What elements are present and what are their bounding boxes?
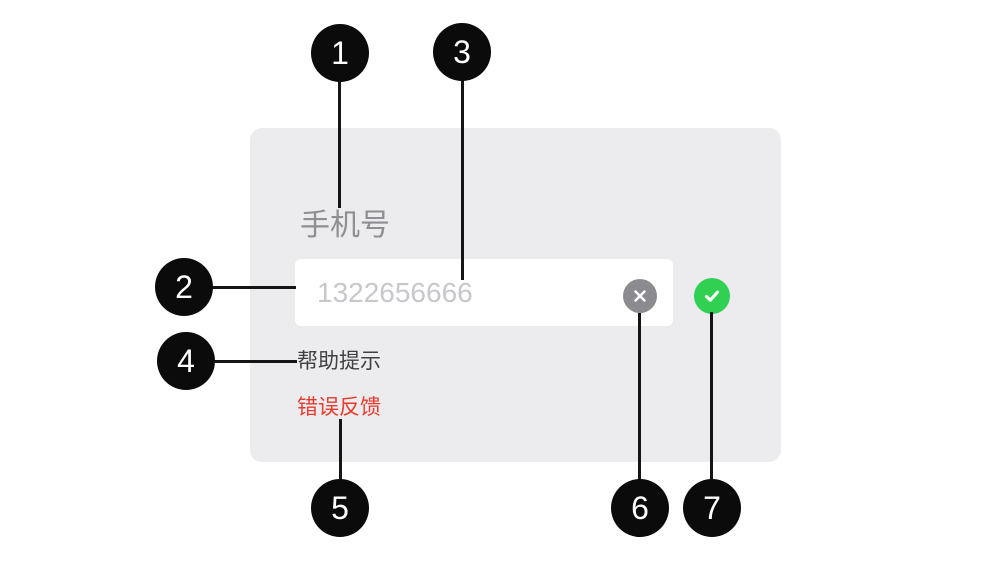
callout-4: 4: [157, 332, 215, 390]
callout-line-7: [710, 312, 713, 480]
callout-6: 6: [611, 479, 669, 537]
callout-line-5: [339, 419, 342, 480]
clear-x-icon: [631, 287, 649, 305]
phone-input[interactable]: [295, 259, 673, 326]
callout-3-number: 3: [453, 34, 471, 70]
callout-line-3: [461, 80, 464, 280]
callout-4-number: 4: [177, 343, 195, 379]
phone-field-label: 手机号: [300, 209, 390, 242]
error-text: 错误反馈: [297, 396, 381, 419]
callout-line-1: [338, 81, 341, 208]
callout-5-number: 5: [331, 490, 349, 526]
callout-6-number: 6: [631, 490, 649, 526]
clear-button[interactable]: [623, 279, 657, 313]
callout-line-6: [638, 313, 641, 480]
callout-2: 2: [155, 258, 213, 316]
valid-status-badge: [694, 278, 730, 314]
callout-1-number: 1: [331, 35, 349, 71]
callout-1: 1: [311, 24, 369, 82]
callout-line-4: [214, 360, 297, 363]
callout-5: 5: [311, 479, 369, 537]
check-icon: [701, 285, 723, 307]
callout-7-number: 7: [703, 490, 721, 526]
callout-2-number: 2: [175, 269, 193, 305]
callout-3: 3: [433, 23, 491, 81]
help-text: 帮助提示: [297, 350, 381, 373]
callout-line-2: [212, 286, 296, 289]
callout-7: 7: [683, 479, 741, 537]
